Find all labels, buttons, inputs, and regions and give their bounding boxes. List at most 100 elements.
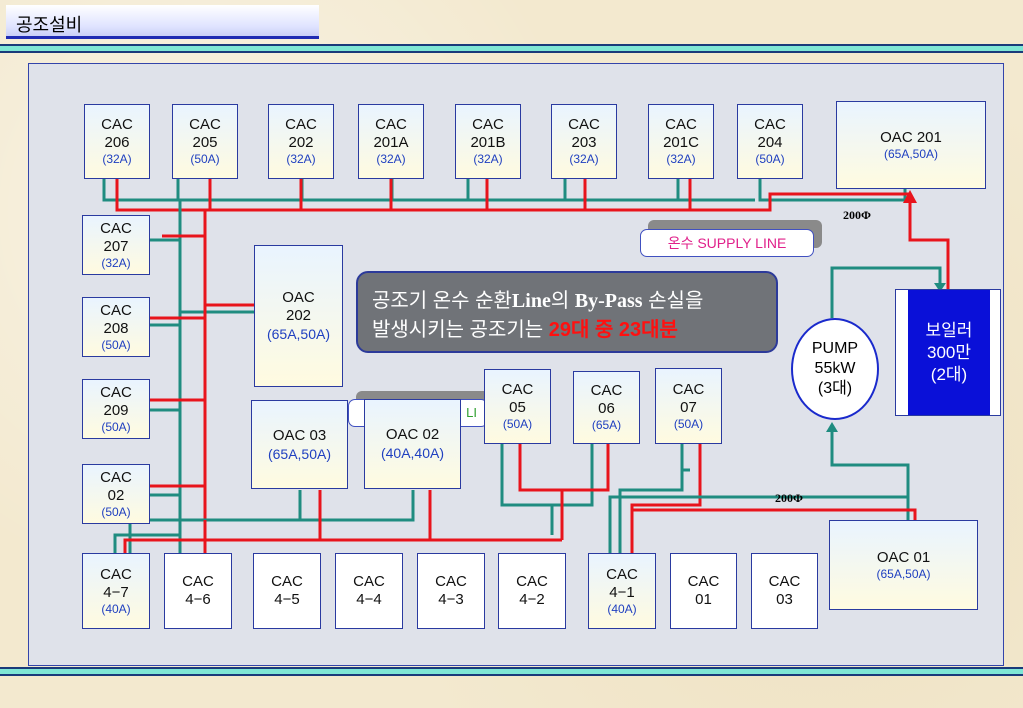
unit-label: OAC 01 — [876, 548, 931, 566]
unit-cac4-1[interactable]: CAC 4−1 (40A) — [588, 553, 656, 629]
bypass-loss-callout: 공조기 온수 순환Line의 By-Pass 손실을 발생시키는 공조기는 29… — [356, 271, 778, 353]
unit-cac06[interactable]: CAC 06 (65A) — [573, 371, 640, 444]
unit-cac201c[interactable]: CAC 201C (32A) — [648, 104, 714, 179]
pipe-size: (50A) — [673, 416, 704, 431]
unit-cac208[interactable]: CAC 208 (50A) — [82, 297, 150, 357]
callout-text: By-Pass — [574, 290, 643, 312]
unit-number: 4−1 — [609, 583, 635, 601]
unit-cac204[interactable]: CAC 204 (50A) — [737, 104, 803, 179]
pipe-size: (32A) — [666, 152, 696, 166]
unit-number: 4−2 — [519, 591, 545, 608]
pipe-size: (32A) — [376, 152, 406, 166]
unit-label: CAC — [590, 382, 623, 399]
unit-label: CAC — [353, 573, 385, 590]
callout-highlight: 29대 중 23대분 — [548, 319, 678, 341]
unit-number: 07 — [680, 398, 697, 416]
unit-cac206[interactable]: CAC 206 (32A) — [84, 104, 150, 179]
unit-label: OAC 02 — [385, 426, 440, 443]
boiler-label: 보일러 — [925, 320, 973, 340]
unit-oac201[interactable]: OAC 201 (65A,50A) — [836, 101, 986, 189]
unit-number: 206 — [104, 134, 130, 151]
unit-cac4-5[interactable]: CAC 4−5 — [253, 553, 321, 629]
unit-cac201a[interactable]: CAC 201A (32A) — [358, 104, 424, 179]
unit-number: 06 — [598, 400, 615, 417]
pipe-size: (32A) — [473, 152, 503, 166]
unit-number: 05 — [509, 399, 526, 416]
unit-cac4-4[interactable]: CAC 4−4 — [335, 553, 403, 629]
callout-text: 공조기 온수 순환 — [372, 290, 512, 312]
unit-label: CAC — [672, 380, 705, 398]
bottom-divider — [0, 667, 1023, 676]
unit-cac05[interactable]: CAC 05 (50A) — [484, 369, 551, 444]
unit-cac4-3[interactable]: CAC 4−3 — [417, 553, 485, 629]
supply-line-label: 온수 SUPPLY LINE — [640, 229, 814, 257]
pipe-size: (65A) — [591, 418, 622, 432]
unit-number: 01 — [695, 591, 712, 608]
pipe-size: (40A) — [607, 601, 637, 616]
pump-count: (3대) — [817, 380, 853, 397]
unit-oac03[interactable]: OAC 03 (65A,50A) — [251, 400, 348, 489]
unit-number: 02 — [107, 486, 125, 504]
pipe-size: (65A,50A) — [876, 566, 931, 581]
unit-label: CAC — [100, 565, 132, 583]
unit-label: CAC — [100, 468, 132, 486]
boiler-capacity: 300만 — [926, 342, 971, 362]
unit-label: CAC — [516, 573, 548, 590]
unit-label: CAC — [606, 565, 638, 583]
callout-text: 의 — [550, 290, 575, 312]
unit-cac02[interactable]: CAC 02 (50A) — [82, 464, 150, 524]
unit-oac01[interactable]: OAC 01 (65A,50A) — [829, 520, 978, 610]
unit-number: 208 — [103, 319, 129, 337]
unit-label: CAC — [665, 116, 697, 133]
unit-label: CAC — [501, 381, 534, 398]
unit-cac203[interactable]: CAC 203 (32A) — [551, 104, 617, 179]
unit-cac205[interactable]: CAC 205 (50A) — [172, 104, 238, 179]
unit-number: 202 — [285, 307, 312, 324]
callout-line2: 발생시키는 공조기는 29대 중 23대분 — [372, 316, 766, 345]
title-bar: 공조설비 — [6, 5, 319, 39]
pipe-size: (32A) — [101, 255, 131, 270]
unit-oac202[interactable]: OAC 202 (65A,50A) — [254, 245, 343, 387]
pump-label: PUMP — [811, 340, 859, 357]
unit-number: 209 — [103, 401, 129, 419]
unit-cac07[interactable]: CAC 07 (50A) — [655, 368, 722, 444]
callout-text: 발생시키는 공조기는 — [372, 319, 549, 341]
unit-number: 4−4 — [356, 591, 382, 608]
pipe-size: (40A) — [101, 601, 131, 616]
unit-cac4-7[interactable]: CAC 4−7 (40A) — [82, 553, 150, 629]
unit-label: CAC — [435, 573, 467, 590]
unit-oac02[interactable]: OAC 02 (40A,40A) — [364, 399, 461, 489]
unit-label: CAC — [100, 301, 132, 319]
pipe-size: (32A) — [286, 152, 316, 166]
unit-cac03[interactable]: CAC 03 — [751, 553, 818, 629]
callout-line1: 공조기 온수 순환Line의 By-Pass 손실을 — [372, 287, 766, 316]
callout-text: Line — [511, 290, 551, 312]
unit-cac4-6[interactable]: CAC 4−6 — [164, 553, 232, 629]
pipe-size: (32A) — [102, 152, 132, 166]
unit-cac01[interactable]: CAC 01 — [670, 553, 737, 629]
unit-cac207[interactable]: CAC 207 (32A) — [82, 215, 150, 275]
unit-cac4-2[interactable]: CAC 4−2 — [498, 553, 566, 629]
pipe-size: (50A) — [101, 504, 131, 519]
unit-cac202[interactable]: CAC 202 (32A) — [268, 104, 334, 179]
pipe-size: (40A,40A) — [380, 445, 445, 461]
unit-cac209[interactable]: CAC 209 (50A) — [82, 379, 150, 439]
boiler[interactable]: 보일러 300만 (2대) — [895, 289, 1001, 416]
unit-label: CAC — [101, 116, 133, 133]
unit-number: 203 — [571, 134, 597, 151]
unit-cac201b[interactable]: CAC 201B (32A) — [455, 104, 521, 179]
pipe-size: (65A,50A) — [883, 146, 939, 161]
unit-number: 201C — [663, 134, 699, 151]
unit-number: 4−3 — [438, 591, 464, 608]
unit-label: CAC — [285, 116, 317, 133]
pump[interactable]: PUMP 55kW (3대) — [791, 318, 879, 420]
pipe-size: (50A) — [755, 152, 785, 166]
top-divider — [0, 44, 1023, 53]
page-title: 공조설비 — [16, 15, 83, 35]
unit-label: CAC — [182, 573, 214, 590]
boiler-body: 보일러 300만 (2대) — [908, 290, 990, 415]
pipe-size: (50A) — [502, 417, 533, 431]
pipe-size: (65A,50A) — [267, 445, 332, 462]
unit-number: 03 — [776, 591, 793, 608]
